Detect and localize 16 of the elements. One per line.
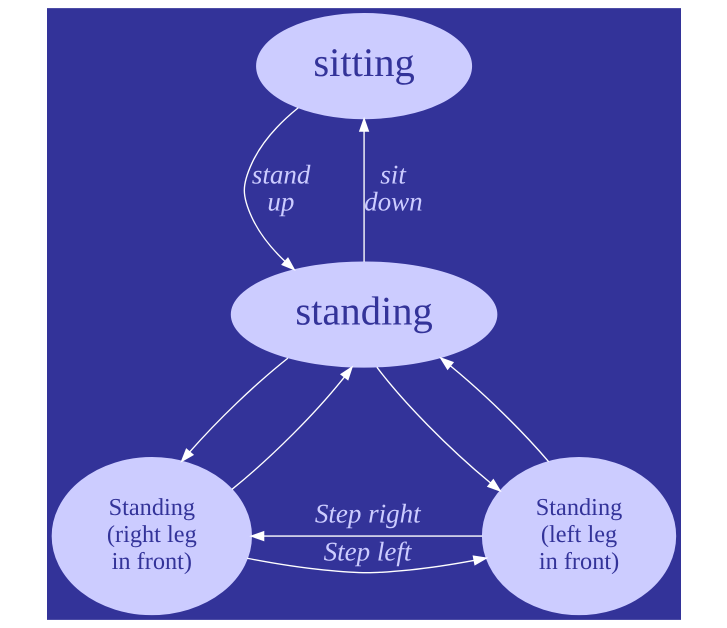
- arrow: [243, 107, 298, 271]
- edge-label: stand up: [251, 160, 310, 217]
- edge-label: sit down: [364, 160, 422, 217]
- arrow: [246, 555, 488, 574]
- node-ellipse: sitting: [256, 12, 472, 120]
- node-ellipse: Standing (right leg in front): [51, 457, 252, 616]
- node-ellipse: standing: [230, 261, 497, 368]
- node-ellipse: Standing (left leg in front): [481, 457, 676, 616]
- arrow: [376, 366, 502, 492]
- edge-label: Step right: [314, 498, 420, 529]
- arrow: [358, 116, 369, 262]
- arrow: [180, 358, 288, 463]
- arrow: [231, 366, 353, 490]
- arrow: [248, 530, 482, 542]
- edge-label: Step left: [323, 536, 411, 566]
- arrow: [438, 356, 549, 462]
